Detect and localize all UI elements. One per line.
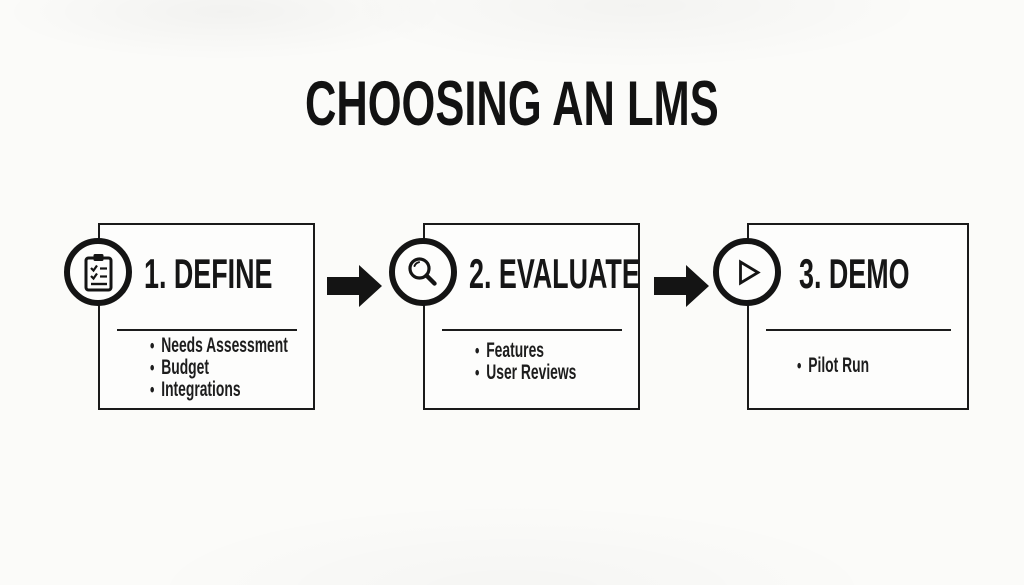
- step-2-title: 2. EVALUATE: [469, 253, 640, 295]
- step-box-evaluate: 2. EVALUATE Features User Reviews: [389, 223, 640, 410]
- list-item: Pilot Run: [797, 355, 869, 377]
- play-icon: [738, 259, 761, 285]
- search-icon: [407, 256, 437, 286]
- list-item: Needs Assessment: [150, 335, 288, 357]
- arrow-right-icon: [654, 265, 709, 307]
- page-title: CHOOSING AN LMS: [0, 73, 1024, 136]
- list-item: Features: [475, 340, 576, 362]
- list-item: Integrations: [150, 379, 288, 401]
- divider-line: [117, 329, 297, 331]
- step-1-title-text: 1. DEFINE: [144, 250, 273, 297]
- step-2-title-text: 2. EVALUATE: [469, 250, 640, 297]
- step-1-title: 1. DEFINE: [144, 253, 272, 295]
- step-3-badge: [713, 238, 781, 306]
- list-item: Budget: [150, 357, 288, 379]
- step-1-badge: [64, 238, 132, 306]
- step-3-title-text: 3. DEMO: [799, 250, 910, 297]
- step-3-title: 3. DEMO: [799, 253, 910, 295]
- divider-line: [766, 329, 951, 331]
- step-box-define: 1. DEFINE Needs Assessment Budget Integr…: [64, 223, 315, 410]
- arrow-right-icon: [327, 265, 382, 307]
- divider-line: [442, 329, 622, 331]
- step-1-items: Needs Assessment Budget Integrations: [150, 335, 288, 401]
- step-2-items: Features User Reviews: [475, 340, 576, 384]
- page-title-text: CHOOSING AN LMS: [305, 69, 719, 139]
- list-item: User Reviews: [475, 362, 576, 384]
- clipboard-checklist-icon: [84, 253, 112, 291]
- step-box-demo: 3. DEMO Pilot Run: [713, 223, 969, 410]
- step-3-items: Pilot Run: [797, 355, 869, 377]
- step-2-badge: [389, 238, 457, 306]
